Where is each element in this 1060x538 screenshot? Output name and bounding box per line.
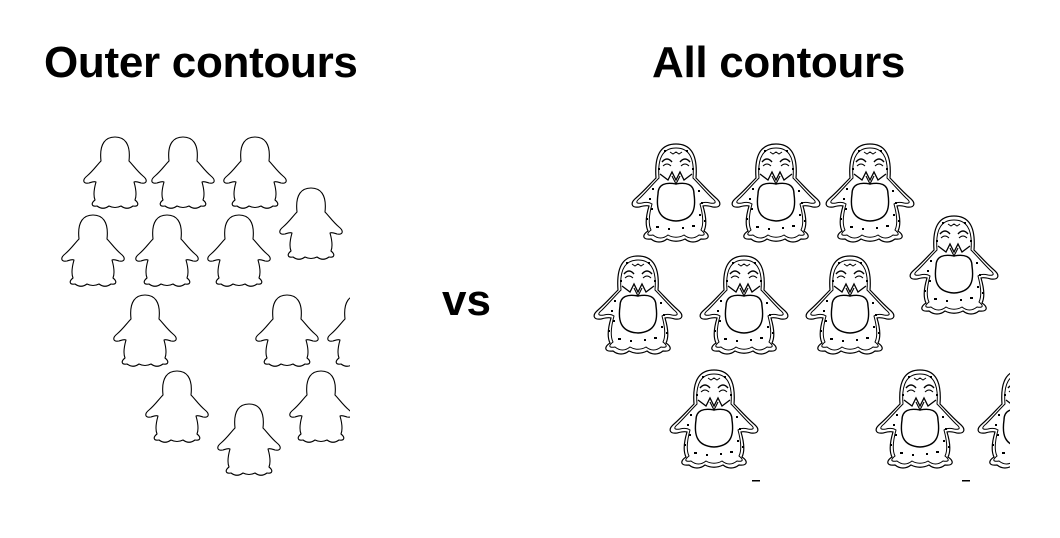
outer-penguin-outline [61,214,125,287]
outer-penguin-outline [151,136,215,209]
all-penguin-detailed [977,369,1010,469]
outer-contours-panel [61,136,350,476]
all-penguin-detailed [699,255,789,355]
all-penguin-detailed [875,369,965,469]
vs-label: vs [442,276,491,325]
outer-penguin-outline [279,187,343,260]
outer-penguin-outline [289,370,350,443]
outer-penguin-outline [135,214,199,287]
all-penguin-detailed [669,369,759,469]
outer-penguin-outline [327,294,350,367]
all-penguin-detailed [825,143,915,243]
all-contours-title: All contours [652,38,906,87]
all-contours-panel [593,143,1010,482]
stray-mark [752,480,760,482]
outer-penguin-outline [223,136,287,209]
all-penguin-detailed [909,215,999,315]
outer-contours-title: Outer contours [44,38,358,87]
outer-penguin-outline [207,214,271,287]
outer-penguin-outline [145,370,209,443]
stray-mark [962,480,970,482]
outer-penguin-outline [113,294,177,367]
outer-penguin-outline [83,136,147,209]
outer-penguin-outline [217,403,281,476]
all-penguin-detailed [731,143,821,243]
all-penguin-detailed [631,143,721,243]
outer-penguin-outline [255,294,319,367]
all-penguin-detailed [593,255,683,355]
all-penguin-detailed [805,255,895,355]
